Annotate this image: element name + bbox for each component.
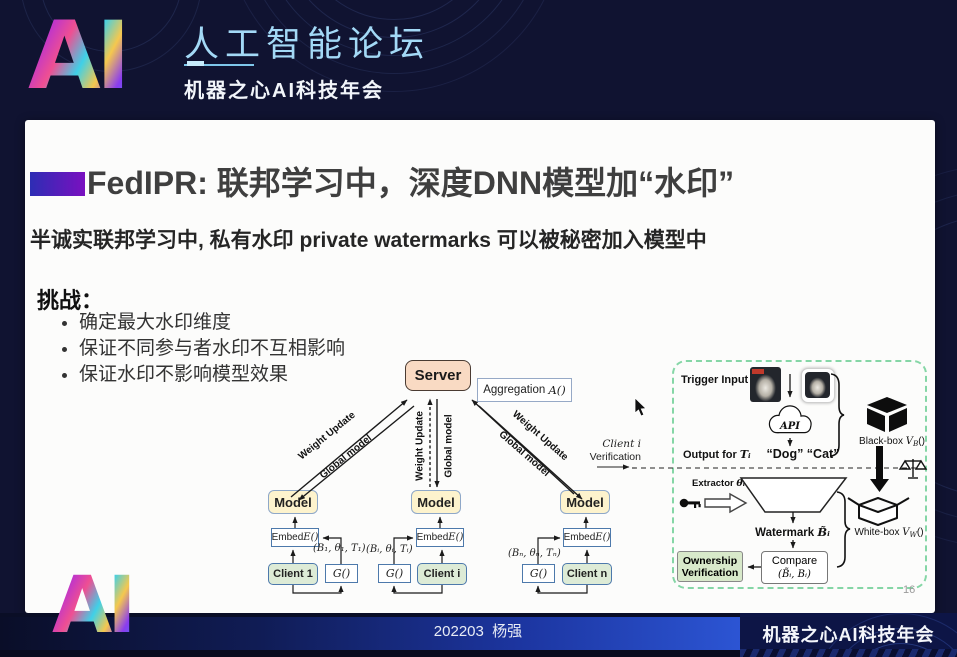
generator-box-1: G() <box>325 564 358 583</box>
footer-brand-block: 机器之心AI科技年会 <box>740 613 957 657</box>
generator-box-2: G() <box>378 564 411 583</box>
model-parameters-line2: parameters <box>765 494 823 506</box>
server-box: Server <box>405 360 471 391</box>
embed-label: Embed <box>416 532 449 543</box>
verification-panel <box>672 360 927 589</box>
client-box-1: Client 1 <box>268 563 318 585</box>
black-box-label: Black-box VB() <box>837 436 947 448</box>
challenge-item: 保证水印不影响模型效果 <box>79 362 345 388</box>
watermark-text: Watermark <box>755 527 815 539</box>
embed-fn: E() <box>303 532 319 543</box>
tuple-label-3: (Bₙ, θₙ, Tₙ) <box>508 548 561 559</box>
white-box-sub: W <box>909 530 917 540</box>
white-box-fn: V <box>902 527 910 538</box>
divider-line <box>184 64 254 66</box>
forum-subtitle: 机器之心AI科技年会 <box>184 80 384 102</box>
client-box-2: Client i <box>417 563 467 585</box>
page-number: 16 <box>903 584 916 596</box>
title-accent-bar <box>30 172 85 196</box>
white-box-text: White-box <box>854 527 900 538</box>
watermark-fn: B̃ᵢ <box>817 525 830 539</box>
trigger-image-cat <box>805 372 830 398</box>
white-box-paren: () <box>916 527 924 538</box>
embed-fn: E() <box>448 532 464 543</box>
footer-credit: 202203 杨强 <box>433 623 523 640</box>
ownership-line1: Ownership <box>682 554 738 567</box>
compare-line2: (B̃ᵢ, Bᵢ) <box>778 568 811 580</box>
client-verification-line2: Verification <box>589 451 641 463</box>
mouse-cursor <box>634 397 647 417</box>
watermark-label: Watermark B̃ᵢ <box>740 525 845 539</box>
challenge-item: 确定最大水印维度 <box>79 310 345 336</box>
ai-logo-footer: AI <box>52 561 136 651</box>
aggregation-label: Aggregation <box>483 384 546 396</box>
slide-subtitle: 半诚实联邦学习中, 私有水印 private watermarks 可以被秘密加… <box>30 229 707 252</box>
footer: 202203 杨强 机器之心AI科技年会 <box>0 613 957 657</box>
server-arrows <box>290 398 583 501</box>
weight-update-label-mid: Weight Update <box>414 411 426 481</box>
tuple-label-1: (B₁, θ₁, T₁) <box>313 543 366 554</box>
trigger-image-dog <box>750 367 781 402</box>
ownership-line2: Verification <box>681 566 739 579</box>
embed-label: Embed <box>271 532 304 543</box>
black-box-text: Black-box <box>859 436 903 447</box>
challenges-list: 确定最大水印维度 保证不同参与者水印不互相影响 保证水印不影响模型效果 <box>63 310 345 388</box>
white-box-label: White-box VW() <box>834 527 944 539</box>
output-for-fn: Tᵢ <box>739 448 751 461</box>
model-box-1: Model <box>268 490 318 514</box>
aggregation-box: Aggregation A() <box>477 378 572 402</box>
dog-cat-label: “Dog” “Cat” <box>766 447 840 461</box>
trigger-input-text: Trigger Input <box>681 374 749 386</box>
output-for-text: Output for <box>683 449 737 461</box>
footer-hatch-pattern <box>740 649 957 657</box>
divider-accent <box>187 61 204 66</box>
model-parameters-label: Model parameters <box>753 481 835 507</box>
challenges-label: 挑战： <box>37 288 104 313</box>
ownership-verification-box: Ownership Verification <box>677 551 743 582</box>
tuple-label-2: (Bᵢ, θᵢ, Tᵢ) <box>366 544 413 555</box>
model-parameters-line1: Model <box>778 481 810 493</box>
global-model-label-mid: Global model <box>443 414 455 478</box>
model-box-3: Model <box>560 490 610 514</box>
client-verification-line1: Client i <box>602 438 641 450</box>
generator-box-3: G() <box>522 564 555 583</box>
black-box-sub: B <box>912 439 919 449</box>
trigger-image-sticker <box>801 368 835 403</box>
footer-bottom-strip <box>0 650 742 657</box>
embed-fn: E() <box>595 532 611 543</box>
embed-label: Embed <box>563 532 596 543</box>
client-verification-label: Client i Verification <box>581 438 641 464</box>
extractor-label: Extractor θᵢ <box>692 478 745 489</box>
forum-title: 人工智能论坛 <box>184 25 431 64</box>
black-box-fn: V <box>905 436 913 447</box>
client-box-3: Client n <box>562 563 612 585</box>
aggregation-fn: A() <box>548 383 566 397</box>
slide-title: FedIPR: 联邦学习中，深度DNN模型加“水印” <box>87 165 735 201</box>
footer-brand: 机器之心AI科技年会 <box>762 625 935 645</box>
extractor-text: Extractor <box>692 478 734 489</box>
compare-box: Compare (B̃ᵢ, Bᵢ) <box>761 551 828 584</box>
compare-line1: Compare <box>771 554 818 567</box>
model-box-2: Model <box>411 490 461 514</box>
black-box-paren: () <box>918 436 925 447</box>
slide: FedIPR: 联邦学习中，深度DNN模型加“水印” 半诚实联邦学习中, 私有水… <box>25 120 935 613</box>
output-for-label: Output for Tᵢ <box>683 448 751 461</box>
ai-logo: AI <box>28 0 131 114</box>
extractor-fn: θᵢ <box>736 478 745 489</box>
footer-gradient-bar <box>0 617 742 650</box>
challenge-item: 保证不同参与者水印不互相影响 <box>79 336 345 362</box>
image-red-tag <box>752 369 764 374</box>
